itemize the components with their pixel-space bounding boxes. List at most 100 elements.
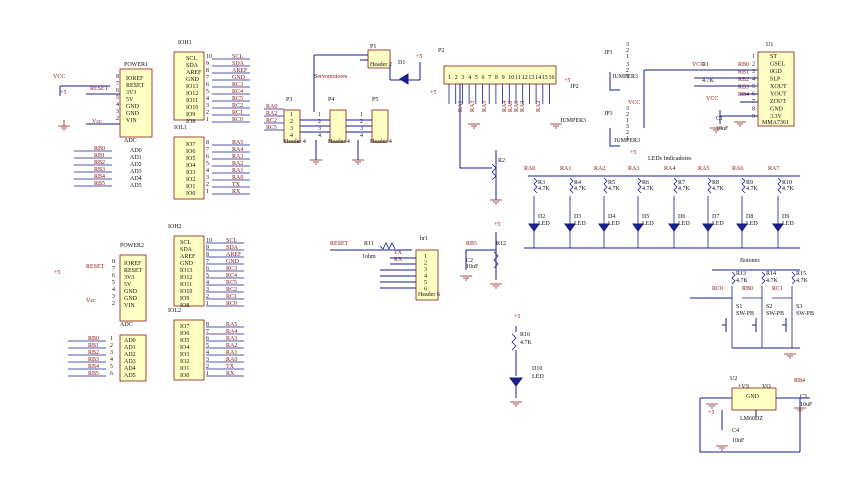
power2-pin-label: IOREF	[124, 261, 142, 267]
p3-net-label: RA0	[266, 104, 277, 110]
jumper-pin-number: 1	[626, 54, 629, 60]
ioh2-pin-label: AREF	[180, 254, 196, 260]
ioh2-pin-label: IO12	[180, 275, 192, 281]
accel-pins: ST1GSEL20GD3SLP4XOUT5YOUT6ZOUT7GND83.3V9…	[738, 54, 789, 126]
serial-reset: RESET	[330, 241, 349, 247]
ioh2-pin-number: 5	[206, 273, 209, 279]
iol2-pin-number: 5	[206, 343, 209, 349]
led-diode	[632, 223, 644, 232]
ioh1-pin-number: 6	[206, 82, 209, 88]
iol2-net-label: RA1	[226, 350, 237, 356]
adc2-pin-label: AD3	[124, 359, 136, 365]
ioh2-pin-label: SDA	[180, 247, 193, 253]
power2-body	[119, 254, 147, 322]
p2-net-label: RA3	[520, 101, 526, 112]
button-switch[interactable]	[722, 318, 727, 332]
iol2-title: IOL2	[168, 308, 181, 314]
led-net-label: RA2	[594, 166, 605, 172]
u1-pin-number: 8	[752, 107, 755, 113]
c1-value: 10uF	[716, 126, 729, 132]
jp2-name: JUMPER3	[560, 118, 586, 124]
iol1-net-label: RA5	[232, 140, 243, 146]
p2-plus5-right: +5	[564, 78, 570, 84]
ioh1-pin-number: 8	[206, 68, 209, 74]
hr1-pin-number: 6	[424, 287, 427, 293]
adc2-pin-number: 3	[110, 350, 113, 356]
hr1-pin-number: 1	[424, 254, 427, 260]
r12-label: R12	[496, 241, 506, 247]
ioh2-net-label: RC3	[226, 266, 237, 272]
u1-pin-label: 3.3V	[770, 114, 783, 120]
ioh1-net-label: RC5	[232, 96, 243, 102]
led-net-label: RA0	[524, 166, 535, 172]
servo-pin-number: 1	[318, 112, 321, 118]
iol2-pin-number: 4	[206, 350, 209, 356]
r11-label: R11	[364, 241, 374, 247]
p3-net-label: RA2	[266, 111, 277, 117]
ioh2-pin-label: SCL	[180, 240, 191, 246]
adc2-pins: AD01RB0AD12RB1AD23RB2AD34RB3AD45RB4AD56R…	[68, 336, 136, 379]
p2-pin-number: 15	[542, 75, 548, 81]
wiring	[58, 54, 810, 453]
power2-reset-net: RESET	[86, 264, 105, 270]
u1-pin-number: 9	[752, 114, 755, 120]
p3-label: P3	[286, 97, 292, 103]
u1-name: MMA7361	[762, 120, 789, 126]
led-net-label: RA7	[768, 166, 779, 172]
adc1-pin-label: AD5	[130, 183, 142, 189]
led-diode	[668, 223, 680, 232]
p2-plus5: +5	[430, 90, 436, 96]
u1-pin-number: 5	[752, 84, 755, 90]
adc1-title: ADC	[124, 138, 137, 144]
power2-pin-label: 3V3	[124, 275, 134, 281]
power1-pin-number: 8	[116, 74, 119, 80]
power1-pin-label: GND	[126, 104, 140, 110]
power2-pin-number: 2	[112, 301, 115, 307]
servo-pin-number: 4	[360, 133, 363, 139]
adc2-pin-number: 2	[110, 343, 113, 349]
button-switch[interactable]	[782, 318, 787, 332]
jumper-pin-number: 2	[626, 48, 629, 54]
led-net-label: RA5	[698, 166, 709, 172]
ioh1-pin-label: IO13	[186, 84, 198, 90]
servo-pin-number: 1	[360, 112, 363, 118]
led-diode-name: LED	[608, 221, 620, 227]
iol1-pin-label: IO6	[186, 149, 195, 155]
led-resistor-value: 4.7K	[746, 186, 759, 192]
led-diode-label: D6	[678, 214, 685, 220]
u2-body	[731, 387, 777, 411]
power2-vin-net: Vcc	[86, 298, 96, 304]
ioh2-net-label: RC0	[226, 301, 237, 307]
iol2-pin-number: 3	[206, 357, 209, 363]
p5-label: P5	[372, 97, 378, 103]
jumper-pin-number: 3	[626, 42, 629, 48]
iol1-net-label: RA0	[232, 175, 243, 181]
iol2-pin-number: 7	[206, 329, 209, 335]
iol2-pin-number: 2	[206, 364, 209, 370]
rb5-net: RB5	[466, 241, 477, 247]
led-resistor-value: 4.7K	[574, 186, 587, 192]
led-resistor	[777, 177, 782, 194]
button-switch[interactable]	[752, 318, 757, 332]
r1-value: 4.7K	[702, 78, 715, 84]
ioh1-pin-number: 4	[206, 96, 209, 102]
iol2-pin-label: IO2	[180, 359, 189, 365]
p2-pin-number: 10	[508, 75, 514, 81]
iol1-pin-label: IO7	[186, 142, 195, 148]
led-diode-name: LED	[538, 221, 550, 227]
u1-body	[757, 51, 795, 127]
accel-vcc-2: VCC	[706, 96, 718, 102]
power2-pin-label: GND	[124, 289, 138, 295]
led-resistor-value: 4.7K	[678, 186, 691, 192]
adc2-body	[119, 334, 147, 382]
p3-net-label: RC5	[266, 125, 277, 131]
ioh2-pin-number: 2	[206, 294, 209, 300]
ioh2-pin-number: 7	[206, 259, 209, 265]
power1-pin-label: RESET	[126, 83, 145, 89]
iol2-body	[173, 319, 205, 381]
jp3-name: JUMPER3	[614, 138, 640, 144]
adc1-net-label: RB2	[94, 160, 105, 166]
iol2-pin-number: 1	[206, 371, 209, 377]
ioh2-net-label: GND	[226, 259, 240, 265]
